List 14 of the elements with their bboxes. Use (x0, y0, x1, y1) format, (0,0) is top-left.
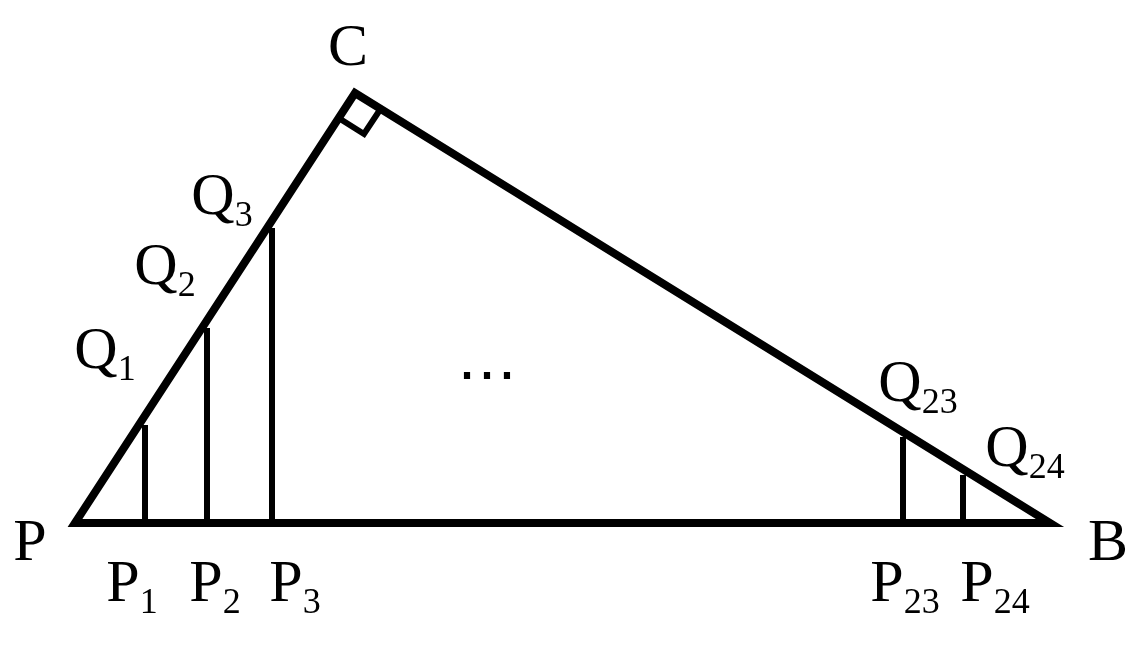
vertex-label: C (328, 15, 368, 75)
point-label: P$_{2}$ (189, 550, 241, 620)
ellipsis: ⋯ (457, 345, 517, 405)
point-label: P$_{3}$ (269, 550, 321, 620)
point-label: P$_{1}$ (106, 550, 158, 620)
point-label: Q$_{1}$ (74, 317, 136, 387)
point-label: Q$_{3}$ (191, 163, 253, 233)
point-label: Q$_{24}$ (985, 415, 1065, 485)
vertex-label: B (1088, 510, 1128, 570)
point-label: Q$_{23}$ (878, 350, 958, 420)
point-label: Q$_{2}$ (134, 233, 196, 303)
point-label: P$_{24}$ (960, 550, 1030, 620)
vertex-label: P (13, 510, 47, 570)
point-label: P$_{23}$ (870, 550, 940, 620)
